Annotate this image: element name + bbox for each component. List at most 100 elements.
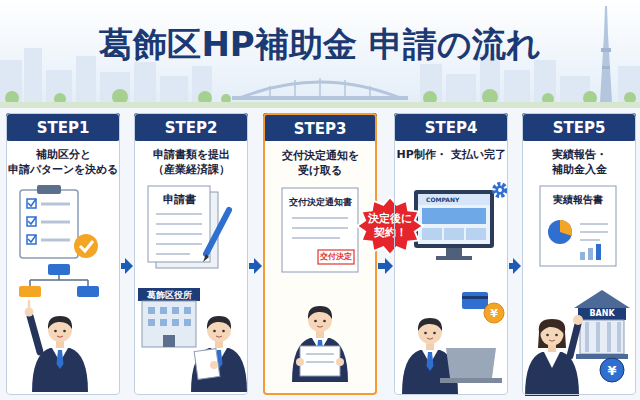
burst-shape [357, 197, 423, 255]
skyline [232, 96, 408, 100]
step-description: 申請書類を提出 （産業経済課） [135, 147, 247, 178]
illustration-label: ¥ [607, 364, 616, 377]
illustration-label: COMPANY [426, 197, 459, 203]
checklist-clipboard [41, 221, 70, 224]
application-document [156, 243, 202, 245]
pattern-flow [77, 286, 99, 297]
checklist-clipboard [28, 199, 36, 206]
person-with-paper [191, 316, 247, 392]
website-monitor [436, 256, 472, 260]
person-with-laptop [402, 318, 502, 394]
application-document [148, 186, 229, 268]
skyline [24, 48, 42, 102]
ward-office-building [160, 307, 167, 314]
person-holding-notice [306, 353, 334, 355]
bank-building [585, 322, 621, 352]
person-holding-notice [292, 306, 348, 382]
illustration-label: 申請書 [163, 194, 196, 205]
payment-icons [462, 292, 504, 323]
ward-office-building [148, 307, 191, 326]
website-monitor [444, 228, 464, 240]
skyline [0, 0, 640, 108]
flow-arrow [121, 258, 133, 274]
website-monitor [494, 184, 506, 196]
woman-celebrating [525, 319, 579, 396]
application-document [156, 214, 202, 254]
bank-building [578, 308, 626, 320]
bank-building [617, 322, 621, 352]
skyline [270, 78, 370, 96]
skyline [602, 66, 610, 69]
woman-celebrating [570, 324, 578, 356]
card-background [394, 113, 508, 395]
skyline [294, 80, 296, 96]
person-holding-notice [296, 358, 304, 366]
checklist-clipboard [27, 199, 36, 208]
report-document [540, 186, 616, 266]
person-holding-notice [292, 306, 348, 382]
checklist-clipboard [27, 217, 36, 226]
grant-notice-document [292, 217, 348, 219]
person-pointing [28, 301, 31, 309]
application-document [156, 233, 202, 235]
application-document [148, 186, 210, 262]
pattern-flow [19, 264, 99, 297]
skyline [446, 74, 476, 102]
application-document [156, 223, 202, 225]
ward-office-building [148, 319, 155, 326]
person-holding-notice [300, 346, 340, 376]
ward-office-building [138, 288, 200, 301]
checklist-clipboard [27, 199, 36, 244]
woman-celebrating [573, 315, 583, 325]
skyline [344, 80, 346, 96]
step-card: STEP4HP制作・ 支払い完了 [394, 113, 508, 395]
card-background [6, 113, 120, 395]
pattern-flow [48, 264, 70, 275]
report-document [580, 224, 608, 240]
ward-office-building [172, 307, 179, 314]
checklist-clipboard [20, 185, 98, 258]
payment-icons [462, 292, 488, 309]
ward-office-building [172, 319, 179, 326]
person-with-laptop [440, 378, 502, 383]
website-monitor [422, 228, 442, 240]
website-monitor [414, 190, 494, 248]
pattern-flow [30, 275, 88, 286]
grant-notice-document [292, 218, 348, 238]
bank-building [574, 290, 630, 308]
ward-office-building [184, 307, 191, 314]
person-pointing [25, 301, 89, 392]
grant-notice-document [292, 237, 340, 239]
report-document [580, 223, 608, 225]
ward-office-building [138, 288, 200, 347]
diagram-title: 葛飾区HP補助金 申請の流れ [0, 24, 640, 64]
payment-icons [462, 296, 488, 299]
skyline [0, 102, 640, 108]
bank-building [600, 358, 624, 382]
step-header-band [522, 113, 636, 141]
website-monitor [418, 194, 490, 205]
website-monitor [422, 208, 486, 224]
skyline [76, 56, 96, 102]
skyline [134, 62, 156, 102]
application-document [156, 213, 202, 215]
step-card: STEP2 申請書類を提出 （産業経済課） [134, 113, 248, 395]
grant-notice-document [282, 188, 358, 272]
ward-office-building [142, 301, 196, 347]
report-document [580, 231, 608, 233]
checklist-clipboard [28, 217, 36, 224]
step-number: STEP3 [265, 115, 375, 143]
illustration-label: BANK [589, 310, 614, 318]
step-description: 実績報告・ 補助金入金 [523, 147, 635, 178]
flow-arrow [249, 258, 262, 274]
step-number: STEP4 [395, 114, 507, 142]
pattern-flow [19, 286, 41, 297]
skyline [601, 48, 611, 52]
illustration-label: 交付決定通知書 [289, 198, 352, 207]
website-monitor [418, 194, 490, 244]
report-document [548, 220, 572, 244]
person-holding-notice [306, 361, 334, 363]
step-header-band [394, 113, 508, 141]
step-number: STEP2 [135, 114, 247, 142]
